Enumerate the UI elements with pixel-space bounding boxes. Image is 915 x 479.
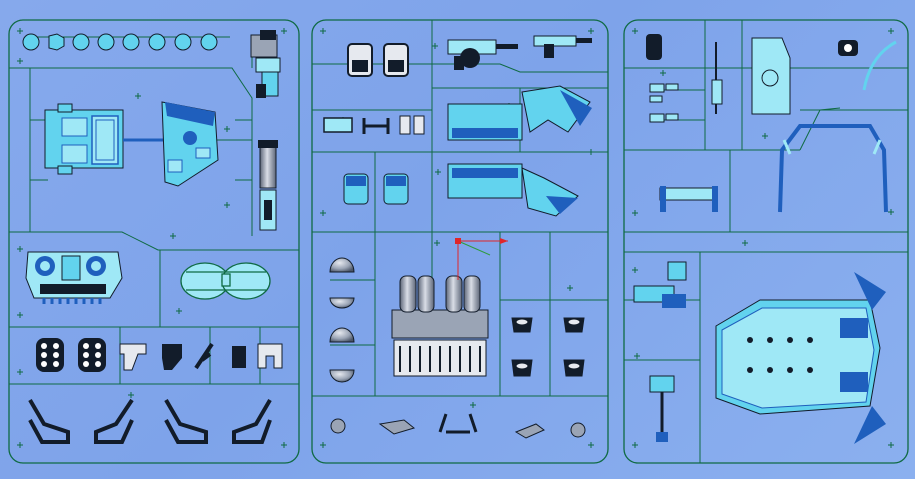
- hand-parts-grid[interactable]: [511, 317, 585, 377]
- dome-column[interactable]: [329, 257, 355, 383]
- sprue-frame-right: [623, 19, 909, 464]
- rifle-part[interactable]: [447, 39, 518, 70]
- shield-plate[interactable]: [751, 37, 791, 115]
- clip-row[interactable]: [323, 115, 425, 135]
- engine-block[interactable]: [391, 275, 489, 377]
- boot-pair[interactable]: [343, 173, 409, 205]
- peg-set[interactable]: [649, 83, 679, 123]
- large-claw-lower[interactable]: [447, 163, 579, 217]
- figure-parts-cluster[interactable]: [250, 30, 281, 98]
- crossbar-part[interactable]: [659, 186, 718, 212]
- sprue-frame-middle: [311, 19, 609, 464]
- transform-gizmo[interactable]: [455, 238, 508, 280]
- weapon-bits-row[interactable]: [330, 413, 586, 439]
- u-frame-part[interactable]: [778, 124, 888, 213]
- thin-rod-set[interactable]: [711, 42, 723, 114]
- coupler-part[interactable]: [838, 40, 858, 56]
- sprue-frame-left: [8, 19, 300, 464]
- vertical-cylinder-part[interactable]: [258, 140, 278, 231]
- bracket-row[interactable]: [28, 398, 272, 444]
- small-block-part[interactable]: [646, 34, 662, 60]
- seat-pair[interactable]: [347, 43, 409, 77]
- hovercraft-deck[interactable]: [715, 272, 886, 444]
- pistol-part[interactable]: [533, 35, 592, 58]
- console-panel[interactable]: [25, 251, 123, 304]
- small-disc-row[interactable]: [22, 33, 218, 51]
- large-claw-upper[interactable]: [447, 85, 592, 141]
- hull-assembly[interactable]: [44, 101, 219, 187]
- curved-wire[interactable]: [862, 40, 897, 91]
- antenna-mount[interactable]: [649, 375, 675, 442]
- gun-turret-part[interactable]: [633, 261, 687, 308]
- small-parts-row[interactable]: [36, 338, 283, 372]
- goggles-part[interactable]: [180, 262, 271, 300]
